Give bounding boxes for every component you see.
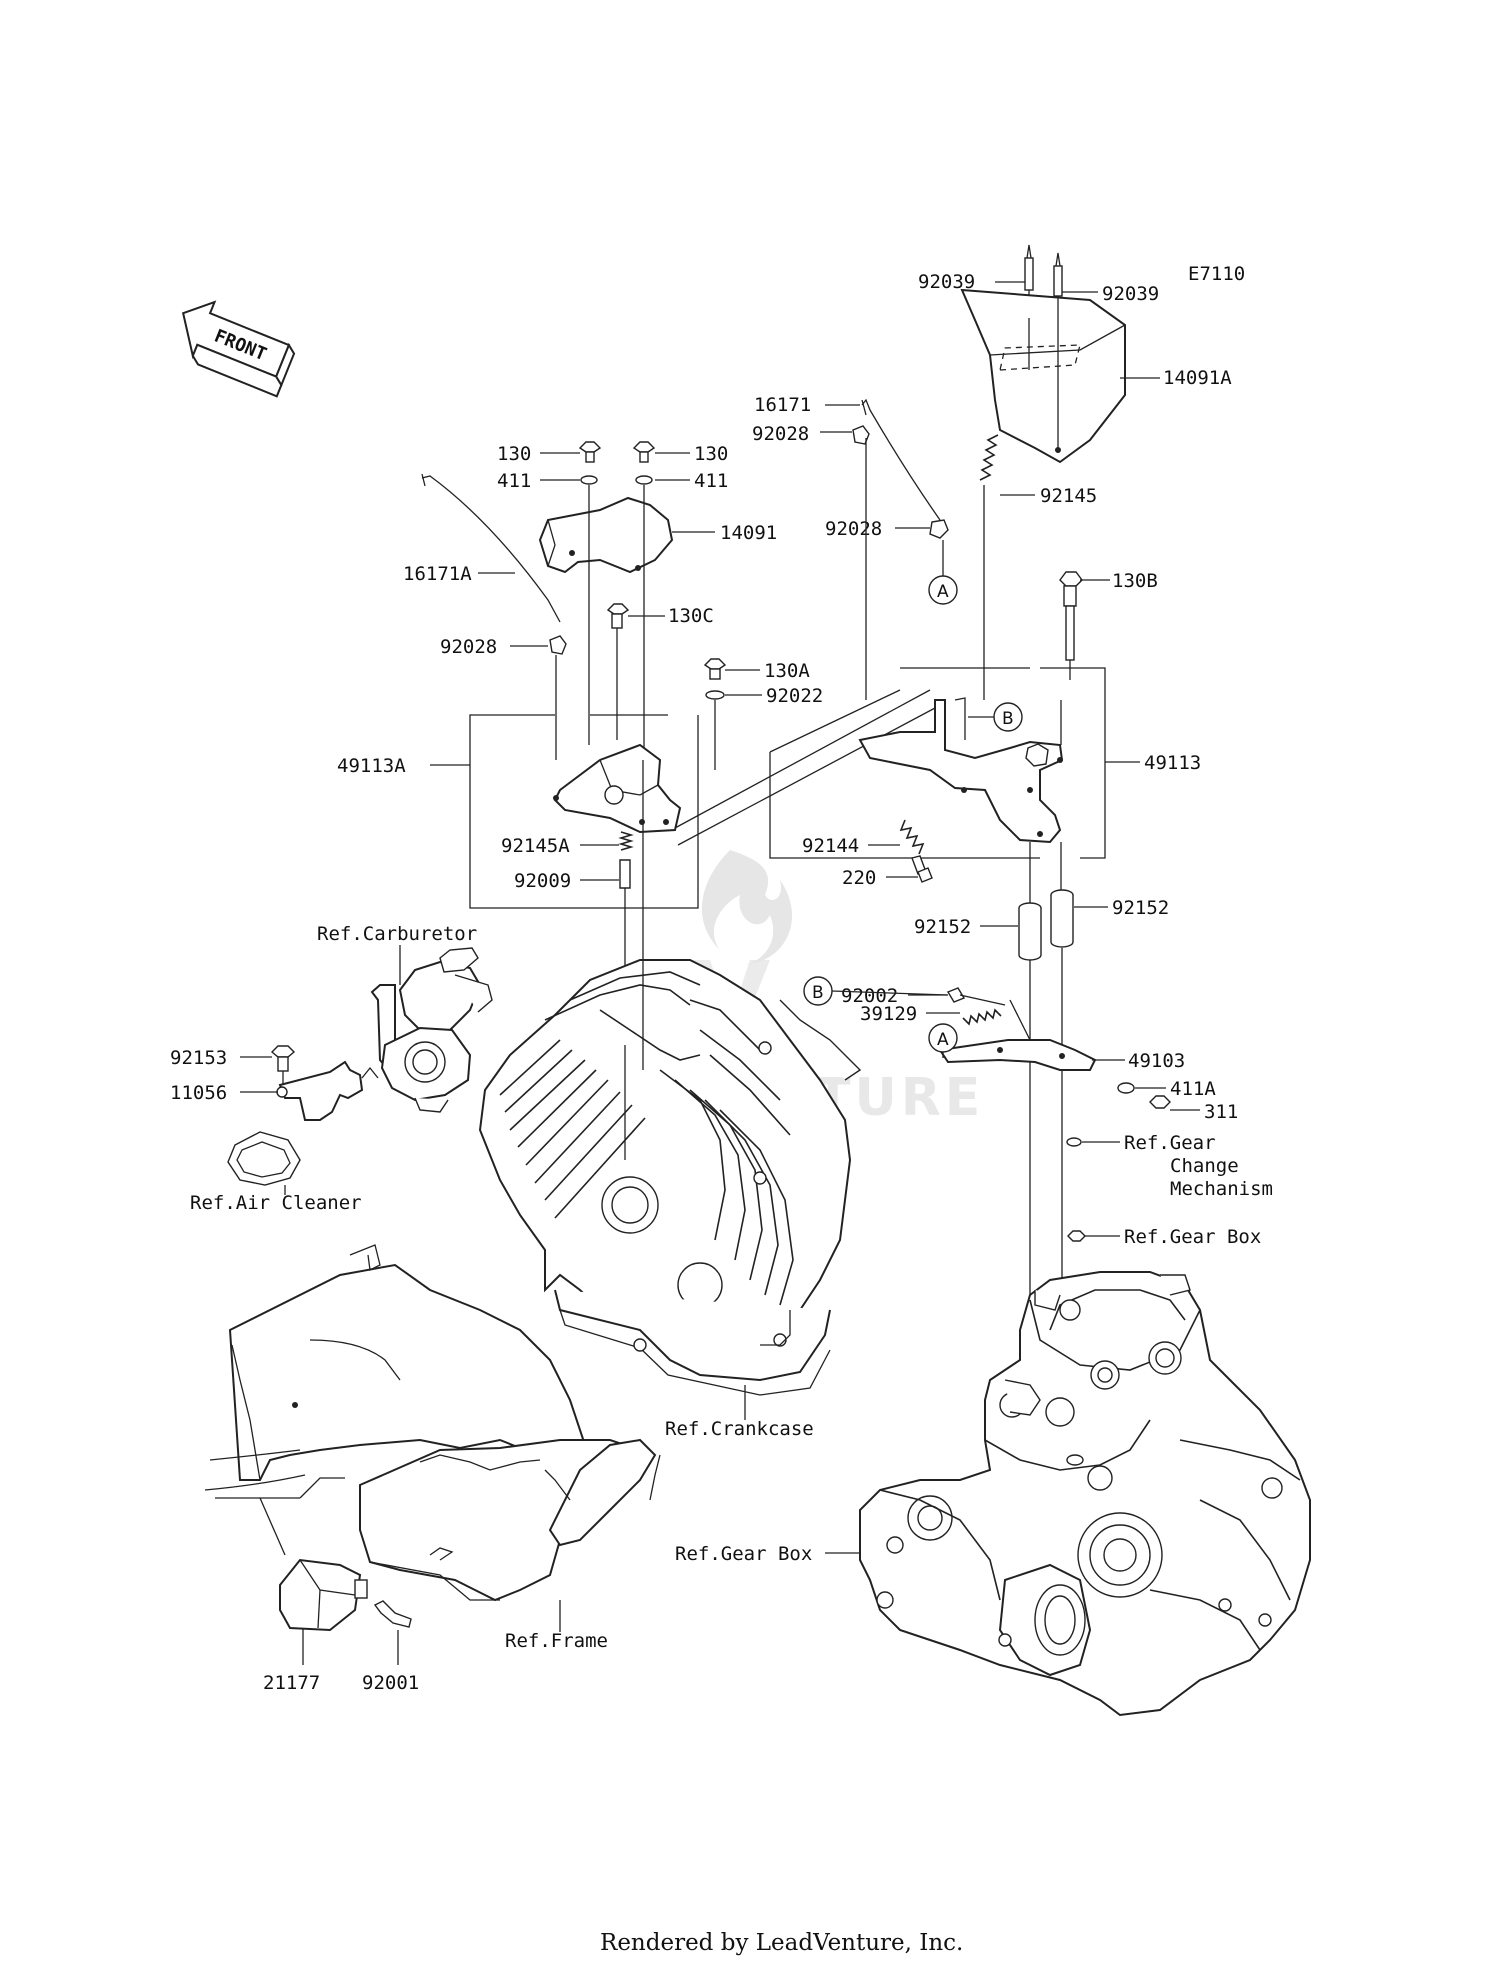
label-16171A: 16171A [403,563,472,585]
ref-gear-change-line1: Ref.Gear [1124,1132,1216,1154]
label-92152-left: 92152 [914,916,971,938]
label-92022: 92022 [766,685,823,707]
frame-reference [204,1244,661,1602]
label-92001: 92001 [362,1672,419,1694]
label-92039-right: 92039 [1102,283,1159,305]
sleeve-92152-left [1018,902,1042,1295]
module-21177 [215,1477,412,1665]
rod-16171A [421,473,567,655]
label-220: 220 [842,867,876,889]
label-92145A: 92145A [501,835,570,857]
label-411-left: 411 [497,470,531,492]
label-130-left: 130 [497,443,531,465]
footer-credit: Rendered by LeadVenture, Inc. [600,1930,963,1956]
rod-16171 [852,398,949,539]
lever-49103 [938,987,1171,1109]
gear-box-reference [859,1271,1311,1717]
ref-air-cleaner: Ref.Air Cleaner [190,1192,362,1214]
bracket-49113 [769,571,1106,905]
label-14091A: 14091A [1163,367,1232,389]
ref-crankcase: Ref.Crankcase [665,1418,814,1440]
callout-a-top: A [937,582,949,602]
ref-gear-change-line2: Change [1170,1155,1239,1177]
label-49113A: 49113A [337,755,406,777]
ref-gear-box-left: Ref.Gear Box [675,1543,812,1565]
label-92153: 92153 [170,1047,227,1069]
label-11056: 11056 [170,1082,227,1104]
front-arrow-icon: FRONT [181,300,296,398]
sleeve-92152-right [1050,889,1074,1295]
crankcase-reference [478,959,862,1396]
label-130B: 130B [1112,570,1158,592]
label-92039-left: 92039 [918,271,975,293]
label-14091: 14091 [720,522,777,544]
bracket-11056 [227,1045,379,1186]
ref-carburetor: Ref.Carburetor [317,923,477,945]
ref-gear-change-line3: Mechanism [1170,1178,1273,1200]
label-130-right: 130 [694,443,728,465]
spring-92145 [979,434,999,700]
label-92028-mid: 92028 [825,518,882,540]
label-92028-left: 92028 [440,636,497,658]
label-92009: 92009 [514,870,571,892]
label-130A: 130A [764,660,810,682]
label-92028-top: 92028 [752,423,809,445]
cover-14091 [538,441,674,574]
ref-frame: Ref.Frame [505,1630,608,1652]
label-92002: 92002 [841,985,898,1007]
callout-a-mid: A [937,1030,949,1050]
label-49103: 49103 [1128,1050,1185,1072]
label-311: 311 [1204,1101,1238,1123]
bolt-130A [703,658,727,770]
ref-gear-box-top: Ref.Gear Box [1124,1226,1261,1248]
label-411-right: 411 [694,470,728,492]
label-16171: 16171 [754,394,811,416]
label-92152-right: 92152 [1112,897,1169,919]
label-130C: 130C [668,605,714,627]
carburetor-reference [370,945,493,1113]
label-49113: 49113 [1144,752,1201,774]
label-92144: 92144 [802,835,859,857]
callout-b-top: B [1002,709,1014,729]
label-39129: 39129 [860,1003,917,1025]
label-21177: 21177 [263,1672,320,1694]
spring-92144 [899,819,933,883]
label-92145: 92145 [1040,485,1097,507]
bolt-130C [606,603,630,740]
label-411A: 411A [1170,1078,1216,1100]
callout-b-mid: B [812,983,824,1003]
diagram-code: E7110 [1188,263,1245,285]
cover-14091A [960,244,1126,464]
